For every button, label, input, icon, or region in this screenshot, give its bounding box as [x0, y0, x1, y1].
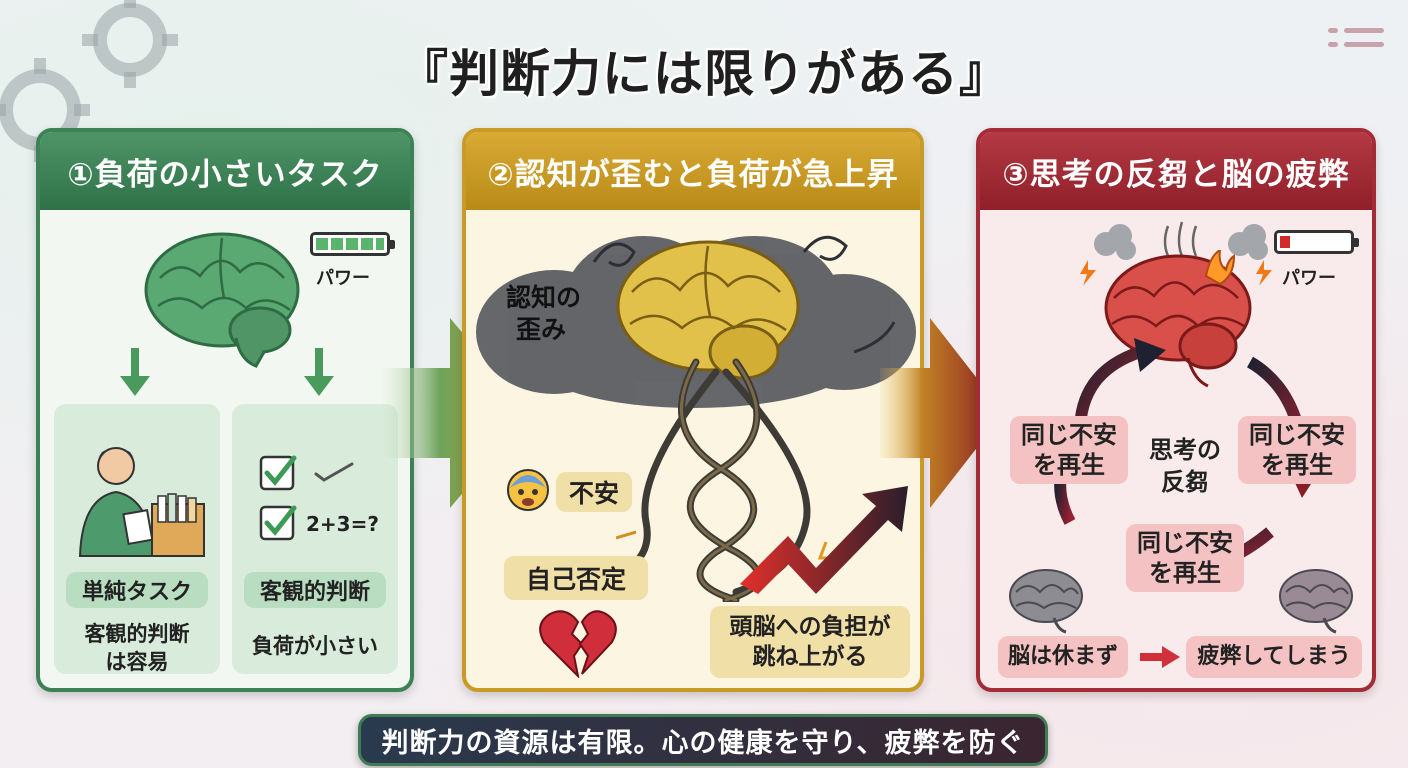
loop-item-right: 同じ不安 を再生	[1238, 416, 1356, 484]
transition-arrow-icon	[380, 318, 530, 508]
no-rest-tag: 脳は休まず	[998, 636, 1128, 678]
loop-item-line-1: 同じ不安	[1137, 529, 1233, 557]
loop-item-line-2: を再生	[1261, 451, 1333, 479]
right-arrow-icon	[1140, 646, 1180, 668]
panel-low-load: ①負荷の小さいタスク パワー	[36, 128, 414, 692]
broken-heart-icon	[539, 610, 617, 678]
burden-line-2: 跳ね上がる	[752, 644, 868, 670]
down-arrow-icon	[120, 348, 150, 396]
anxiety-tag: 不安	[556, 472, 632, 512]
brain-icon	[1104, 250, 1252, 388]
battery-full-icon	[310, 232, 395, 256]
exhausted-tag: 疲弊してしまう	[1186, 636, 1362, 678]
loop-item-line-1: 同じ不安	[1021, 421, 1117, 449]
spark-icon	[1256, 260, 1272, 286]
check-stroke-icon	[314, 462, 354, 482]
person-filing-icon	[78, 447, 205, 557]
low-load-caption: 負荷が小さい	[252, 634, 378, 658]
transition-arrow-icon	[880, 318, 1004, 508]
down-arrow-icon	[304, 348, 334, 396]
power-label: パワー	[1282, 268, 1336, 289]
rumination-center-2: 反芻	[1161, 468, 1209, 496]
panel-heading: ③思考の反芻と脳の疲弊	[980, 132, 1372, 210]
brain-icon	[616, 240, 800, 380]
formula-text: 2+3=?	[306, 512, 379, 536]
battery-low-icon	[1274, 230, 1359, 254]
cloud-label-2: 歪み	[516, 315, 567, 344]
menu-lines-icon	[1328, 28, 1384, 50]
tired-brain-icon	[1009, 569, 1083, 634]
objective-judgment-tag: 客観的判断	[244, 572, 386, 608]
page-title: 『判断力には限りがある』	[398, 45, 1010, 103]
loop-item-line-2: を再生	[1149, 559, 1221, 587]
cloud-label-1: 認知の	[506, 283, 582, 312]
simple-task-caption-1: 客観的判断	[84, 622, 190, 646]
panel-heading: ①負荷の小さいタスク	[40, 132, 410, 210]
smoke-icon	[1094, 221, 1268, 260]
burden-line-1: 頭脳への負担が	[729, 614, 891, 640]
self-denial-tag: 自己否定	[504, 556, 648, 600]
power-label: パワー	[316, 268, 370, 289]
panel-heading: ②認知が歪むと負荷が急上昇	[466, 132, 920, 210]
simple-task-tag: 単純タスク	[66, 572, 208, 608]
rumination-center-1: 思考の	[1149, 436, 1221, 464]
rising-arrow-icon	[740, 486, 908, 594]
brain-icon	[144, 232, 300, 368]
footer-banner: 判断力の資源は有限。心の健康を守り、疲弊を防ぐ	[358, 714, 1048, 766]
burden-tag: 頭脳への負担が 跳ね上がる	[710, 606, 910, 678]
loop-item-line-2: を再生	[1033, 451, 1105, 479]
tired-brain-icon	[1279, 569, 1353, 634]
checkbox-checked-icon	[259, 505, 297, 541]
panel-rumination: ③思考の反芻と脳の疲弊 パワー	[976, 128, 1376, 692]
anxious-face-icon	[507, 469, 549, 511]
checkbox-checked-icon	[259, 455, 297, 491]
simple-task-caption-2: は容易	[105, 650, 169, 674]
objective-judgment-box	[232, 404, 398, 674]
loop-item-line-1: 同じ不安	[1249, 421, 1345, 449]
spark-icon	[1080, 260, 1096, 286]
panel-distortion: ②認知が歪むと負荷が急上昇 認知の 歪み	[462, 128, 924, 692]
loop-item-bottom: 同じ不安 を再生	[1126, 524, 1244, 592]
loop-item-left: 同じ不安 を再生	[1010, 416, 1128, 484]
